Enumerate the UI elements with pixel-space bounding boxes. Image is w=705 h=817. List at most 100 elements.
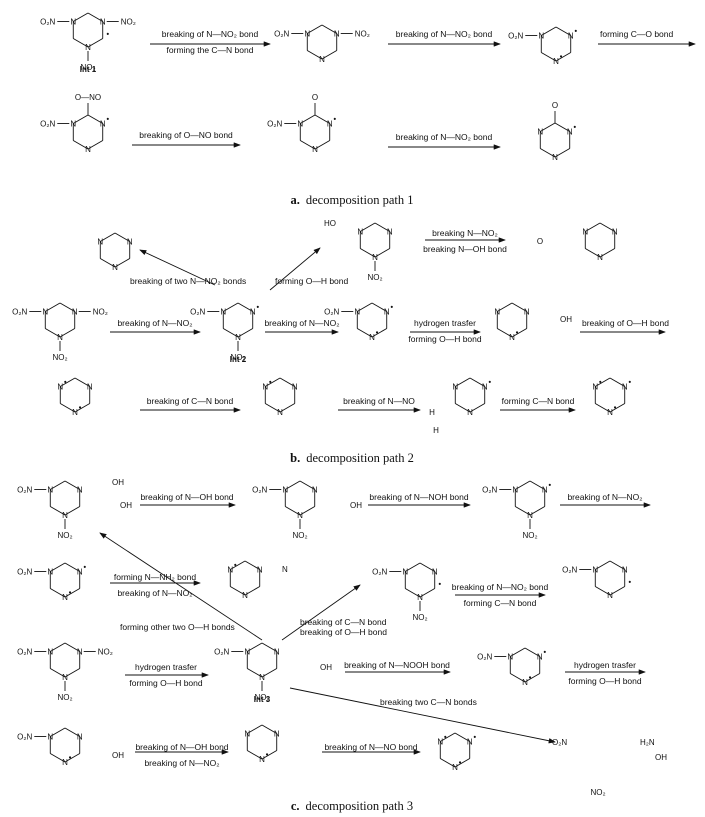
ring-bond bbox=[285, 506, 301, 516]
ring-bond bbox=[73, 38, 89, 48]
nitro-group: O₂N bbox=[324, 308, 339, 317]
ring-bond bbox=[609, 403, 625, 413]
ring-bond bbox=[50, 506, 66, 516]
ring-bond bbox=[244, 586, 260, 596]
ring-bond bbox=[299, 480, 315, 490]
ring-bond bbox=[279, 403, 295, 413]
ring-bond bbox=[50, 480, 66, 490]
nitrogen-atom: N bbox=[47, 733, 53, 742]
nitrogen-atom: N bbox=[62, 593, 68, 602]
nitrogen-atom: N bbox=[250, 308, 256, 317]
radical-dot: • bbox=[488, 378, 491, 387]
radical-dot: • bbox=[473, 733, 476, 742]
nitro-group: NO₂ bbox=[522, 531, 537, 540]
path1-final-product: NNN•O bbox=[537, 101, 576, 162]
nitro-group: NO₂ bbox=[93, 308, 108, 317]
ring-bond bbox=[64, 753, 80, 763]
nitrogen-atom: N bbox=[47, 486, 53, 495]
ring-bond bbox=[357, 328, 373, 338]
ring-bond bbox=[405, 562, 421, 572]
nitrogen-atom: N bbox=[274, 648, 280, 657]
nitro-group: O₂N bbox=[40, 18, 55, 27]
reaction-arrow bbox=[139, 249, 216, 286]
reaction-label: breaking of N—NO₂ bbox=[567, 492, 642, 502]
ring-bond bbox=[541, 26, 557, 36]
reaction-label: breaking of N—OH bond bbox=[135, 742, 228, 752]
nitro-group: O₂N bbox=[214, 648, 229, 657]
ring-bond bbox=[524, 673, 540, 683]
ring-bond bbox=[64, 562, 80, 572]
hydroxyl-group: HO bbox=[324, 219, 336, 228]
nitrogen-atom: N bbox=[87, 383, 93, 392]
top-group: O bbox=[552, 101, 558, 110]
ring-bond bbox=[469, 377, 485, 387]
nitrogen-atom: N bbox=[372, 253, 378, 262]
path2-open-chain: NNN• bbox=[262, 378, 297, 418]
ring-bond bbox=[64, 642, 80, 652]
ring-bond bbox=[374, 248, 390, 258]
reaction-label: forming N—NH₂ bond bbox=[114, 572, 196, 582]
top-group: O—NO bbox=[75, 93, 101, 102]
ring-bond bbox=[540, 148, 556, 158]
nitrogen-atom: N bbox=[72, 308, 78, 317]
radical-dot: • bbox=[333, 115, 336, 124]
nitrogen-atom: N bbox=[522, 678, 528, 687]
ring-bond bbox=[469, 403, 485, 413]
ring-bond bbox=[100, 258, 116, 268]
nitro-group: O₂N bbox=[267, 120, 282, 129]
reaction-label: forming O—H bond bbox=[568, 676, 641, 686]
nitro-group: NO₂ bbox=[230, 353, 245, 362]
oxygen-atom: O bbox=[537, 237, 543, 246]
nitrogen-atom: N bbox=[527, 511, 533, 520]
ring-bond bbox=[60, 377, 76, 387]
radical-dot: • bbox=[106, 115, 109, 124]
radical-dot: • bbox=[266, 750, 269, 759]
ring-bond bbox=[497, 302, 513, 312]
path3-nitroso-ring: NNN• bbox=[244, 724, 280, 764]
nitrogen-atom: N bbox=[387, 228, 393, 237]
ring-bond bbox=[555, 52, 571, 62]
ring-bond bbox=[314, 140, 330, 150]
nitrogen-atom: N bbox=[537, 128, 543, 137]
ring-bond bbox=[405, 588, 421, 598]
radical-dot: • bbox=[560, 52, 563, 61]
ring-bond bbox=[247, 750, 263, 760]
nitrogen-atom: N bbox=[262, 383, 268, 392]
nitrogen-atom: N bbox=[292, 383, 298, 392]
radical-dot: • bbox=[64, 378, 67, 387]
nitro-group: NO₂ bbox=[367, 273, 382, 282]
reaction-label: breaking N—OH bond bbox=[423, 244, 507, 254]
ring-bond bbox=[455, 403, 471, 413]
ring-bond bbox=[419, 562, 435, 572]
nitrogen-atom: N bbox=[542, 486, 548, 495]
nitrogen-atom: N bbox=[312, 145, 318, 154]
reaction-label: breaking N—NO₂ bbox=[432, 228, 498, 238]
ring-bond bbox=[50, 753, 66, 763]
radical-dot: • bbox=[69, 753, 72, 762]
reaction-label: breaking of N—NO₂ bbox=[117, 588, 192, 598]
nitrogen-atom: N bbox=[354, 308, 360, 317]
ring-bond bbox=[599, 248, 615, 258]
ring-bond bbox=[73, 12, 89, 22]
nitro-group: NO₂ bbox=[590, 788, 605, 797]
nitrogen-atom: N bbox=[62, 511, 68, 520]
nitro-group: O₂N bbox=[17, 733, 32, 742]
intermediate-label: Int 3 bbox=[254, 695, 271, 704]
ring-bond bbox=[529, 480, 545, 490]
nitrogen-atom: N bbox=[277, 408, 283, 417]
nitrogen-atom: N bbox=[77, 648, 83, 657]
nitrogen-atom: N bbox=[507, 653, 513, 662]
nitrogen-atom: N bbox=[524, 308, 530, 317]
reaction-label: breaking of N—NO bbox=[343, 396, 415, 406]
reaction-label: forming O—H bond bbox=[129, 678, 202, 688]
ring-bond bbox=[261, 724, 277, 734]
reaction-arrows bbox=[99, 41, 696, 755]
radical-dot: • bbox=[234, 561, 237, 570]
